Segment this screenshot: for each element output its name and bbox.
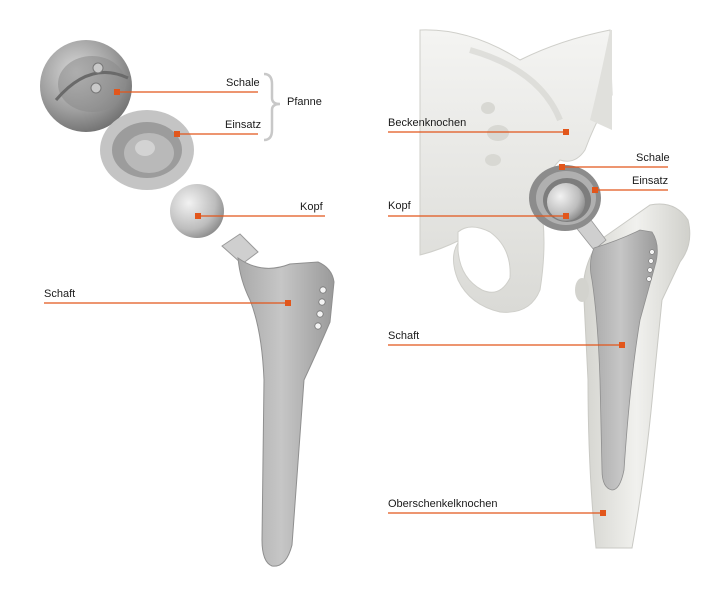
label-left-einsatz: Einsatz (225, 119, 262, 131)
label-right-schale: Schale (636, 152, 670, 164)
label-left-kopf: Kopf (300, 201, 323, 213)
left-liner (100, 110, 194, 190)
label-beckenknochen: Beckenknochen (388, 117, 467, 129)
left-stem (221, 233, 335, 567)
label-right-einsatz: Einsatz (632, 175, 669, 187)
left-ball-head (170, 184, 224, 238)
left-leader-dots (114, 89, 291, 306)
label-pfanne: Pfanne (287, 96, 322, 108)
pfanne-bracket (263, 72, 281, 142)
left-leaders (44, 91, 325, 304)
label-oberschenkelknochen: Oberschenkelknochen (388, 498, 498, 510)
right-cup-assembly (529, 165, 601, 231)
label-left-schale: Schale (226, 77, 260, 89)
right-leader-dots (559, 129, 625, 516)
label-right-kopf: Kopf (388, 200, 411, 212)
label-right-schaft: Schaft (388, 330, 420, 342)
left-cup-shell (40, 40, 132, 132)
right-leaders (388, 131, 668, 514)
label-left-schaft: Schaft (44, 288, 76, 300)
